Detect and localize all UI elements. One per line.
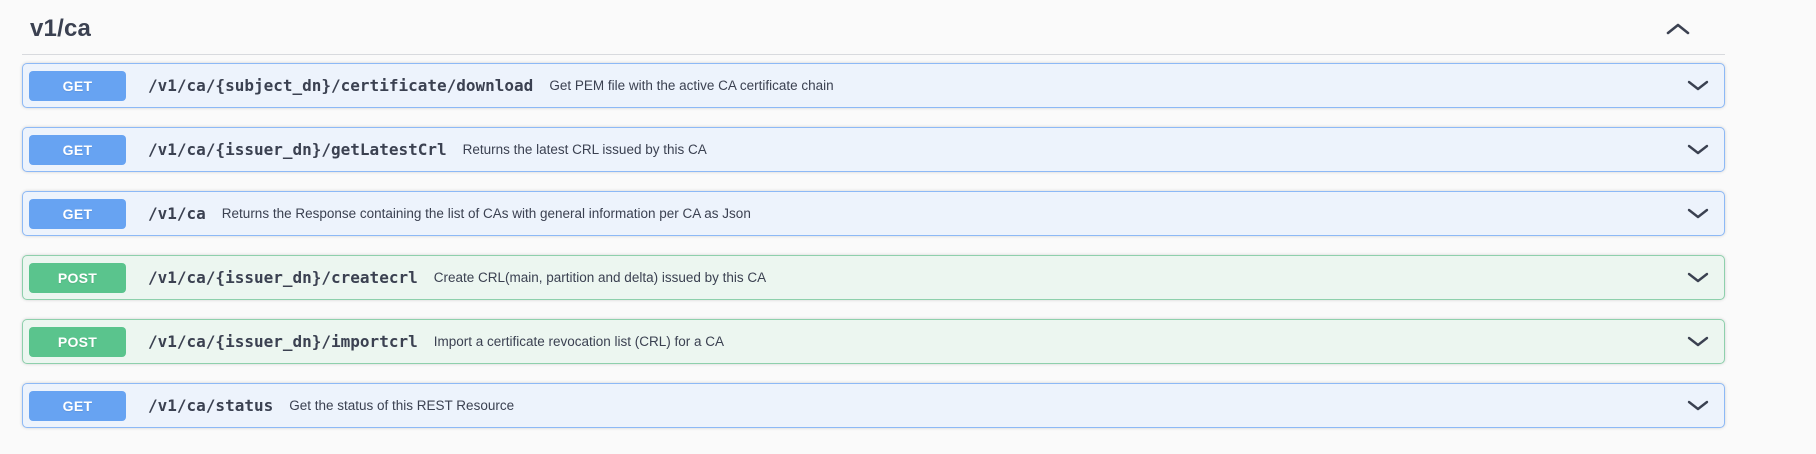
- endpoint-description: Import a certificate revocation list (CR…: [433, 334, 725, 349]
- endpoint-path: /v1/ca/{issuer_dn}/importcrl: [148, 332, 418, 351]
- endpoint-path: /v1/ca/status: [148, 396, 274, 415]
- method-badge: GET: [29, 390, 126, 421]
- method-badge: GET: [29, 198, 126, 229]
- endpoint-description: Returns the Response containing the list…: [221, 206, 751, 221]
- endpoint-description: Get PEM file with the active CA certific…: [549, 78, 834, 93]
- method-badge: POST: [29, 326, 126, 357]
- endpoint-description: Create CRL(main, partition and delta) is…: [433, 270, 767, 285]
- method-badge: GET: [29, 134, 126, 165]
- section-collapse-button[interactable]: [1665, 22, 1725, 36]
- chevron-down-icon[interactable]: [1686, 207, 1710, 220]
- chevron-down-icon[interactable]: [1686, 399, 1710, 412]
- endpoint-path: /v1/ca/{subject_dn}/certificate/download: [148, 76, 534, 95]
- endpoint-path: /v1/ca/{issuer_dn}/getLatestCrl: [148, 140, 447, 159]
- endpoint-row-importcrl[interactable]: POST /v1/ca/{issuer_dn}/importcrl Import…: [22, 319, 1725, 364]
- chevron-up-icon: [1665, 22, 1691, 36]
- endpoint-path: /v1/ca/{issuer_dn}/createcrl: [148, 268, 418, 287]
- api-section-v1-ca: v1/ca GET /v1/ca/{subject_dn}/certificat…: [22, 0, 1725, 428]
- endpoint-row-createcrl[interactable]: POST /v1/ca/{issuer_dn}/createcrl Create…: [22, 255, 1725, 300]
- endpoint-row-status[interactable]: GET /v1/ca/status Get the status of this…: [22, 383, 1725, 428]
- endpoint-row-ca-list[interactable]: GET /v1/ca Returns the Response containi…: [22, 191, 1725, 236]
- endpoint-description: Returns the latest CRL issued by this CA: [462, 142, 707, 157]
- endpoint-path: /v1/ca: [148, 204, 206, 223]
- chevron-down-icon[interactable]: [1686, 79, 1710, 92]
- chevron-down-icon[interactable]: [1686, 271, 1710, 284]
- chevron-down-icon[interactable]: [1686, 335, 1710, 348]
- section-title: v1/ca: [30, 15, 92, 42]
- method-badge: POST: [29, 262, 126, 293]
- section-header[interactable]: v1/ca: [22, 0, 1725, 55]
- endpoint-row-certificate-download[interactable]: GET /v1/ca/{subject_dn}/certificate/down…: [22, 63, 1725, 108]
- method-badge: GET: [29, 70, 126, 101]
- endpoint-row-getlatestcrl[interactable]: GET /v1/ca/{issuer_dn}/getLatestCrl Retu…: [22, 127, 1725, 172]
- chevron-down-icon[interactable]: [1686, 143, 1710, 156]
- endpoint-list: GET /v1/ca/{subject_dn}/certificate/down…: [22, 55, 1725, 428]
- endpoint-description: Get the status of this REST Resource: [289, 398, 515, 413]
